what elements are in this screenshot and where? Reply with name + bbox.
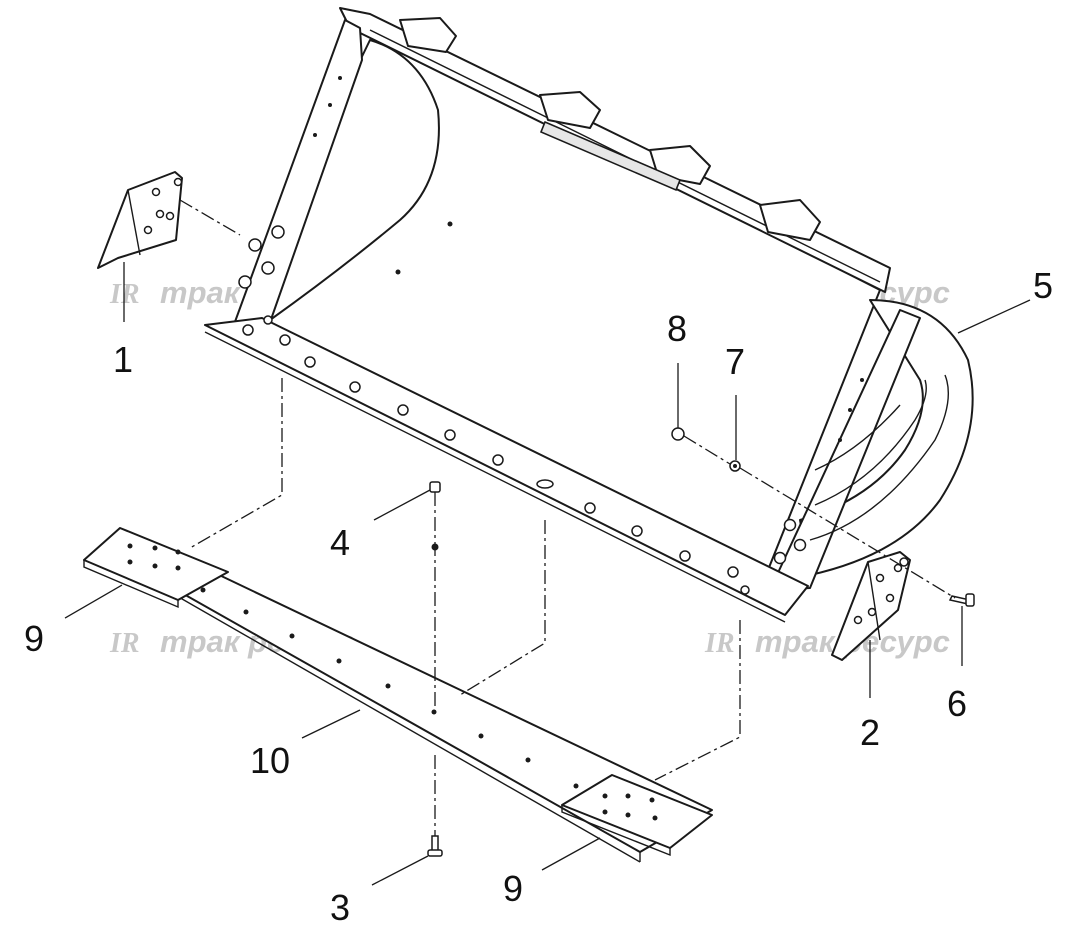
callout-6: 6 — [947, 683, 967, 724]
left-side-cutter — [97, 171, 183, 269]
right-side-cutter — [831, 551, 911, 661]
corner-segment-left — [83, 527, 229, 609]
nut-part-4 — [429, 481, 441, 493]
watermark-bottom-right: IR трак ресурс — [704, 624, 950, 659]
bucket-body — [204, 7, 974, 623]
assembly-lines — [179, 199, 956, 836]
nut-part-8 — [671, 427, 685, 441]
callout-8: 8 — [667, 308, 687, 349]
leader-lines — [64, 262, 1031, 886]
callout-7: 7 — [725, 341, 745, 382]
callout-1: 1 — [113, 339, 133, 380]
callout-10: 10 — [250, 740, 290, 781]
corner-segment-right — [561, 774, 713, 857]
svg-text:IR: IR — [109, 628, 140, 659]
bolt-part-3 — [427, 835, 443, 857]
svg-text:IR: IR — [704, 628, 735, 659]
callout-3: 3 — [330, 887, 350, 928]
washer-part-7 — [729, 460, 741, 472]
callout-4: 4 — [330, 522, 350, 563]
callout-5: 5 — [1033, 265, 1053, 306]
callout-2: 2 — [860, 712, 880, 753]
callout-9-right: 9 — [503, 868, 523, 909]
callout-9-left: 9 — [24, 618, 44, 659]
bolt-part-6 — [948, 593, 975, 607]
